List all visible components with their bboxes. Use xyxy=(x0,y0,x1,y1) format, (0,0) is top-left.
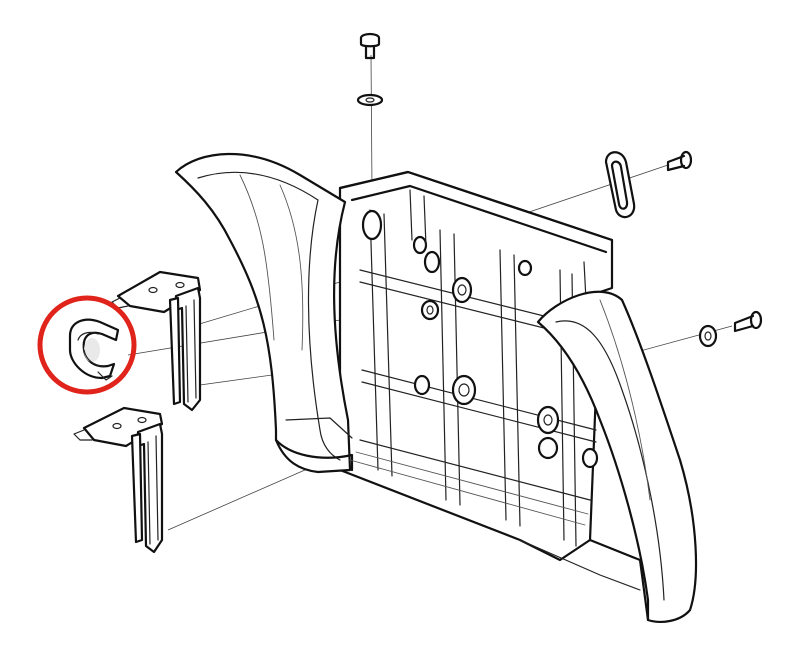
mounting-bosses xyxy=(361,209,599,469)
fender-inner-edge xyxy=(197,171,341,461)
housing-rib-vertical-1 xyxy=(369,209,379,471)
housing-top-rim xyxy=(338,170,614,254)
upper-bracket xyxy=(111,270,202,412)
leader-top-screw xyxy=(370,54,373,189)
right-screw xyxy=(666,150,693,172)
housing-left-fender xyxy=(174,152,352,474)
housing-rib-vertical-2 xyxy=(439,229,447,501)
lower-right-screw-assembly xyxy=(698,310,763,348)
main-housing xyxy=(174,152,698,623)
right-grommet-assembly xyxy=(604,150,693,219)
housing-right-fender xyxy=(536,290,698,623)
top-screw-assembly xyxy=(356,32,384,107)
housing-rib-vertical-3 xyxy=(499,249,507,521)
lower-right-washer xyxy=(698,324,718,348)
housing-rib-horizontal-3 xyxy=(359,439,591,501)
lower-right-screw xyxy=(733,310,763,333)
bushing-clip xyxy=(68,318,120,381)
lower-bracket xyxy=(73,406,164,554)
highlight-circle xyxy=(37,295,137,395)
top-washer xyxy=(356,93,384,107)
